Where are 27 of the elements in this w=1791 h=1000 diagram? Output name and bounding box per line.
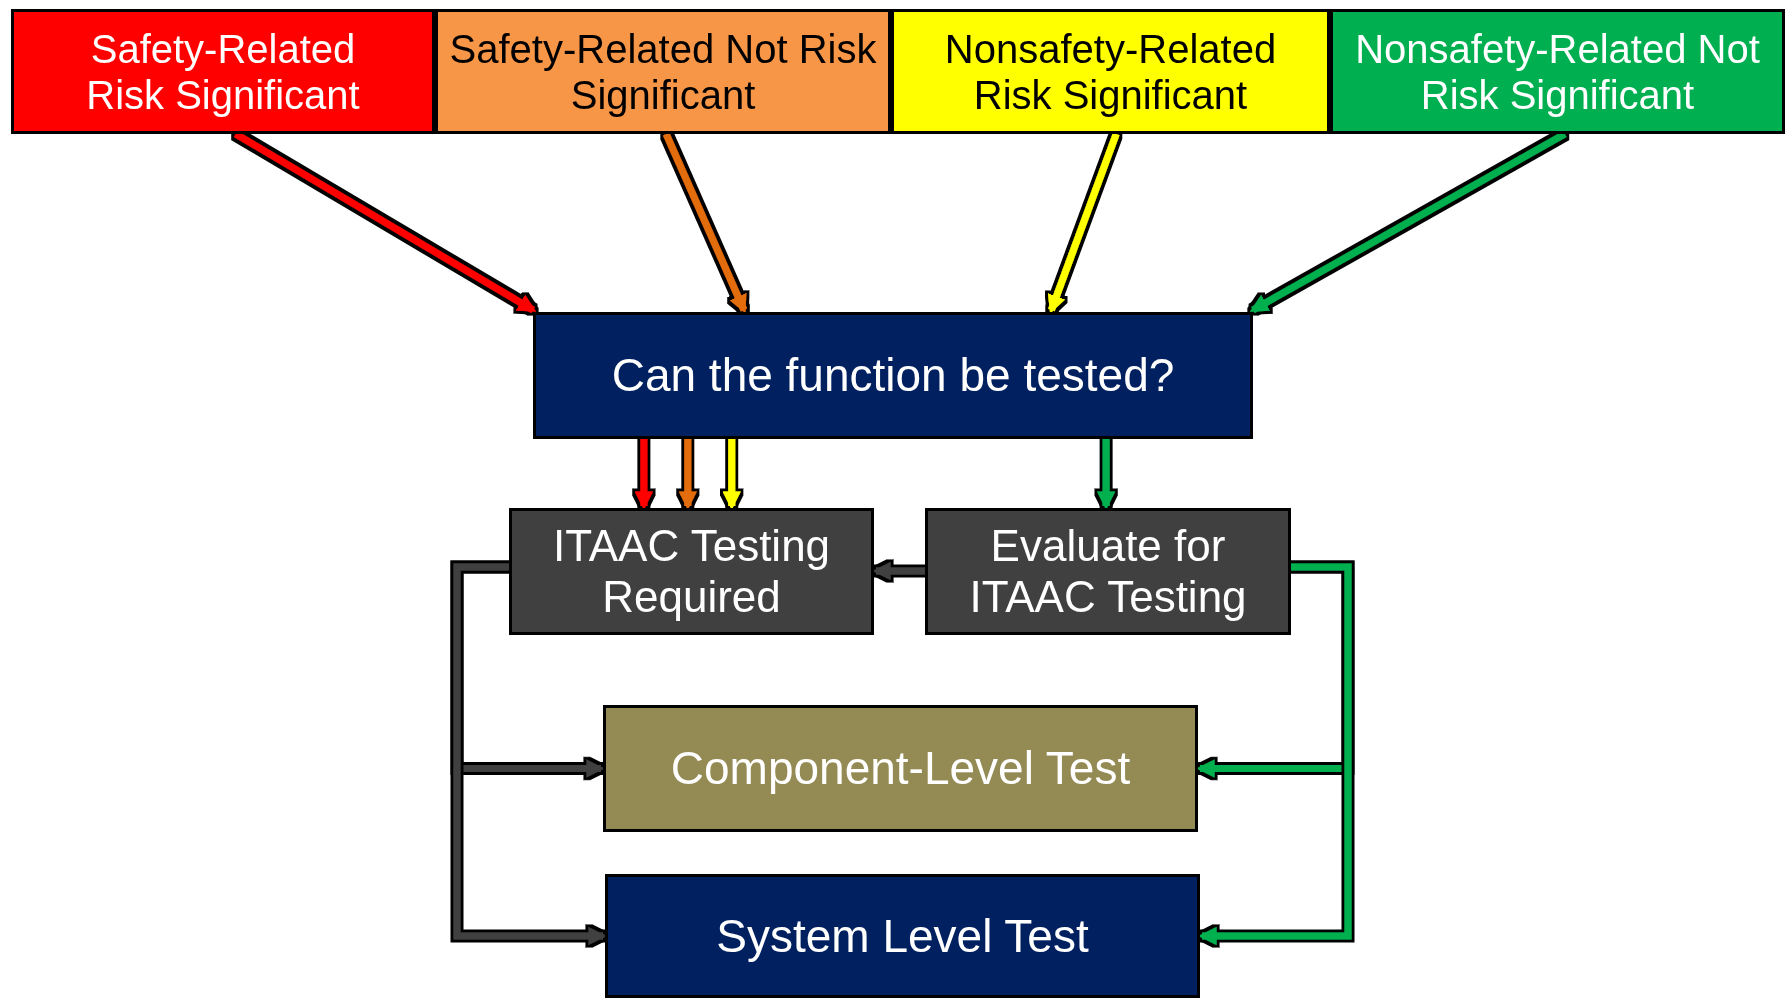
box-label: System Level Test — [716, 909, 1089, 963]
arrow — [1097, 439, 1116, 510]
category-box — [11, 9, 435, 134]
box-label: Nonsafety-Related Risk Significant — [943, 25, 1278, 118]
box-label: Nonsafety-Related Not Risk Significant — [1354, 25, 1761, 118]
process-box — [533, 312, 1253, 439]
arrow — [663, 132, 748, 314]
process-box — [509, 508, 874, 635]
box-label: Safety-Related Not Risk Significant — [448, 25, 878, 118]
arrow — [678, 439, 697, 510]
arrow — [453, 563, 607, 946]
box-label: ITAAC Testing Required — [551, 520, 832, 623]
category-box — [1330, 9, 1785, 134]
box-label: Safety-Related Risk Significant — [85, 25, 361, 118]
box-label: Component-Level Test — [670, 742, 1131, 795]
arrow — [872, 561, 925, 581]
category-box — [891, 9, 1330, 134]
box-label: Evaluate for ITAAC Testing — [968, 520, 1248, 623]
arrow — [1198, 563, 1352, 946]
arrow — [722, 439, 741, 510]
process-box — [603, 705, 1198, 832]
category-box — [435, 9, 891, 134]
arrow — [1047, 132, 1120, 314]
process-box — [605, 874, 1200, 998]
arrow — [634, 439, 653, 510]
box-label: Can the function be tested? — [611, 349, 1175, 402]
process-box — [925, 508, 1291, 635]
